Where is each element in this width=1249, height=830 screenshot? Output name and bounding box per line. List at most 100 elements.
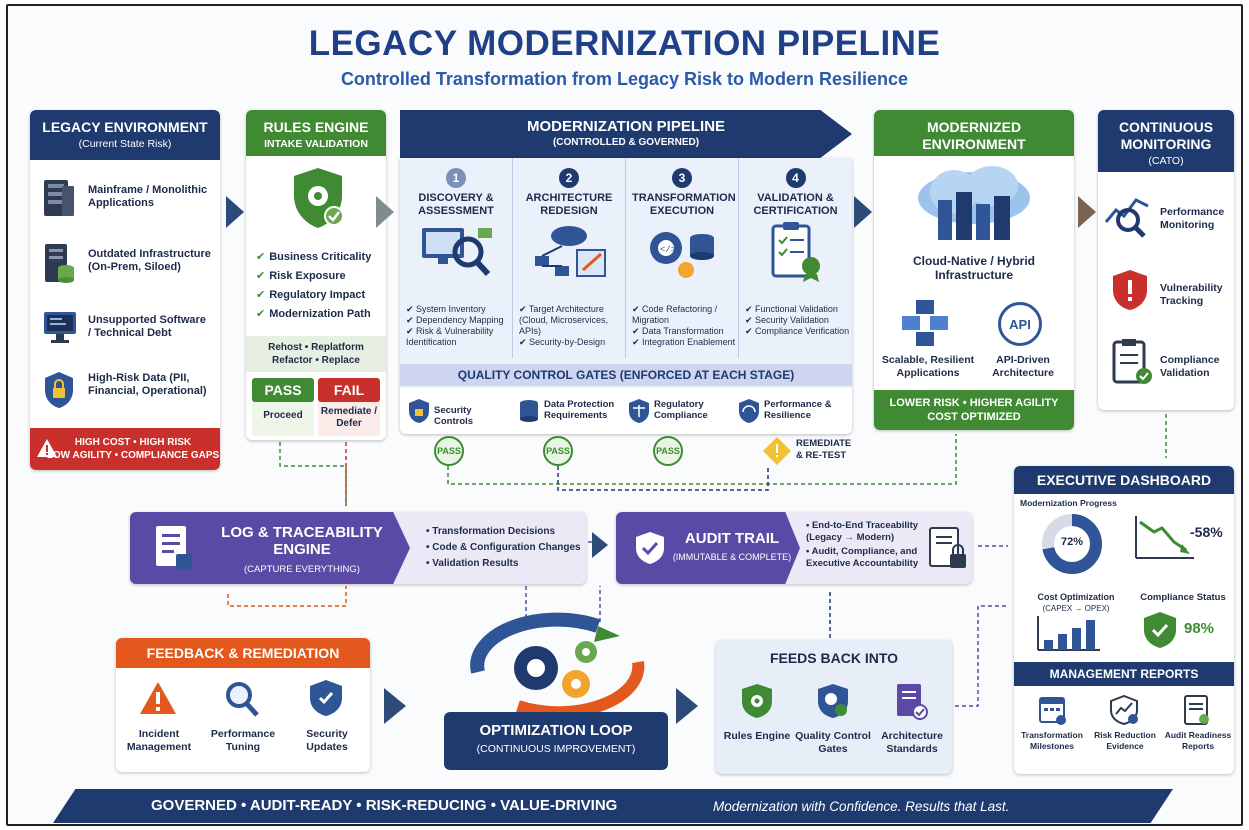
- fail-sub: Remediate / Defer: [320, 406, 378, 429]
- modern-footer: LOWER RISK • HIGHER AGILITY COST OPTIMIZ…: [874, 390, 1074, 430]
- stage-bullet: ✔ Security-by-Design: [519, 337, 606, 347]
- flow-arrow: [592, 532, 608, 558]
- bar-chart-icon: [1037, 616, 1100, 651]
- legacy-footer-line1: HIGH COST • HIGH RISK: [74, 437, 192, 448]
- pipeline-stage: 4 VALIDATION & CERTIFICATION ✔ Functiona…: [739, 158, 852, 358]
- legacy-item-label: Mainframe / Monolithic Applications: [88, 184, 208, 209]
- feedback-item-label: Security Updates: [306, 728, 348, 753]
- calendar-icon: [1039, 697, 1066, 725]
- log-traceability-panel: LOG & TRACEABILITY ENGINE (CAPTURE EVERY…: [130, 512, 586, 584]
- log-title: LOG & TRACEABILITY ENGINE: [221, 524, 383, 558]
- monitoring-item-label: Performance Monitoring: [1160, 206, 1225, 231]
- stage-bullet: ✔ Functional Validation: [745, 304, 838, 314]
- compliance-value: 98%: [1184, 620, 1215, 637]
- report-label: Audit Readiness Reports: [1164, 730, 1232, 751]
- monitor-icon: [44, 312, 76, 343]
- check-shield-icon: [636, 532, 664, 564]
- modern-title: MODERNIZED ENVIRONMENT: [922, 119, 1026, 152]
- legacy-risk-footer: HIGH COST • HIGH RISK LOW AGILITY • COMP…: [30, 428, 220, 470]
- connector-lines: [227, 414, 1167, 707]
- rules-engine-panel: RULES ENGINE INTAKE VALIDATION ✔Business…: [246, 110, 386, 440]
- reports-title: MANAGEMENT REPORTS: [1014, 662, 1234, 686]
- clipboard-certificate-icon: [771, 222, 820, 282]
- check-icon: ✔: [256, 251, 266, 263]
- scales-shield-icon: [629, 399, 649, 423]
- legacy-item-label: High-Risk Data (PII, Financial, Operatio…: [88, 372, 207, 397]
- compliance-label: Compliance Status: [1140, 592, 1226, 603]
- stage-number: 2: [559, 168, 579, 188]
- gate-pass-badge: PASS: [543, 436, 573, 466]
- stage-bullet: ✔ Security Validation: [745, 315, 829, 325]
- report-label: Transformation Milestones: [1021, 730, 1083, 751]
- feeds-item-label: Rules Engine: [723, 730, 791, 742]
- feeds-item-label: Quality Control Gates: [795, 730, 871, 755]
- stage-bullet: ✔ Data Transformation: [632, 326, 724, 336]
- feeds-item-label: Architecture Standards: [881, 730, 943, 755]
- audit-bullets: • End-to-End Traceability (Legacy → Mode…: [806, 520, 926, 570]
- legacy-item: Outdated Infrastructure (On-Prem, Siloed…: [42, 238, 212, 288]
- modern-subtitle: (Future State): [941, 155, 1007, 167]
- stage-number: 3: [672, 168, 692, 188]
- pipeline-subtitle: (CONTROLLED & GOVERNED): [552, 137, 700, 148]
- gate-label: Security Controls: [434, 405, 474, 427]
- lock-shield-icon: [45, 372, 73, 408]
- fail-label: FAIL: [318, 378, 380, 402]
- legacy-item: Mainframe / Monolithic Applications: [42, 174, 212, 224]
- pipeline-title: MODERNIZATION PIPELINE: [526, 118, 726, 135]
- document-log-icon: [156, 526, 192, 570]
- progress-donut-chart: [1042, 514, 1102, 574]
- gate-item: Performance & Resilience: [738, 396, 848, 426]
- stage-bullets: ✔ Functional Validation ✔ Security Valid…: [745, 304, 851, 337]
- shield-gear-icon: [294, 168, 344, 228]
- legacy-subtitle: (Current State Risk): [78, 138, 172, 150]
- server-icon: [44, 180, 74, 216]
- flow-arrow: [384, 688, 406, 724]
- stage-bullet: ✔ Dependency Mapping: [406, 315, 504, 325]
- rules-check-label: Business Criticality: [269, 251, 372, 263]
- monitoring-item-label: Vulnerability Tracking: [1160, 282, 1223, 307]
- warning-diamond-icon: [763, 437, 791, 465]
- warning-icon: [37, 439, 57, 457]
- lock-shield-icon: [409, 399, 429, 423]
- rules-options-line2: Refactor • Replace: [272, 355, 360, 366]
- alert-triangle-icon: [140, 682, 176, 714]
- gate-label: Regulatory Compliance: [654, 399, 708, 421]
- gear-shield-icon: [742, 684, 772, 718]
- progress-donut-arc: [1042, 514, 1102, 574]
- optimization-loop-box: OPTIMIZATION LOOP (CONTINUOUS IMPROVEMEN…: [444, 712, 668, 770]
- stage-bullet: ✔ Code Refactoring / Migration: [632, 304, 718, 325]
- cubes-icon: [902, 300, 948, 346]
- stage-title: TRANSFORMATION EXECUTION: [632, 192, 736, 217]
- api-label: API-Driven Architecture: [992, 354, 1054, 379]
- stage-number: 1: [446, 168, 466, 188]
- flow-arrow: [226, 196, 244, 228]
- audit-subtitle: (IMMUTABLE & COMPLETE): [672, 552, 792, 562]
- rules-subtitle: INTAKE VALIDATION: [264, 138, 368, 150]
- alert-shield-icon: [1113, 270, 1147, 310]
- footer-tagline: Modernization with Confidence. Results t…: [713, 799, 1010, 814]
- legacy-footer-line2: LOW AGILITY • COMPLIANCE GAPS: [46, 450, 220, 461]
- cloud-label: Cloud-Native / Hybrid Infrastructure: [912, 254, 1035, 282]
- compliance-shield-icon: [1144, 612, 1176, 648]
- apps-label: Scalable, Resilient Applications: [881, 354, 975, 379]
- page-title: LEGACY MODERNIZATION PIPELINE: [308, 24, 941, 63]
- log-subtitle: (CAPTURE EVERYTHING): [244, 564, 360, 575]
- gate-label: Data Protection Requirements: [544, 399, 615, 421]
- rules-options-line1: Rehost • Replatform: [268, 342, 364, 353]
- executive-dashboard-panel: EXECUTIVE DASHBOARD Modernization Progre…: [1014, 466, 1234, 774]
- flow-arrow: [676, 688, 698, 724]
- legacy-item: High-Risk Data (PII, Financial, Operatio…: [42, 368, 212, 424]
- stage-title: VALIDATION & CERTIFICATION: [753, 192, 838, 217]
- chart-magnifier-icon: [1104, 198, 1149, 238]
- rules-options: Rehost • Replatform Refactor • Replace: [246, 336, 386, 372]
- monitoring-title-line2: MONITORING: [1120, 136, 1212, 152]
- rules-check-item: ✔Regulatory Impact: [256, 286, 384, 305]
- pipeline-stage: 3 TRANSFORMATION EXECUTION </> ✔ Code Re…: [626, 158, 739, 358]
- stage-bullet: ✔ Risk & Vulnerability Identification: [406, 326, 494, 347]
- stage-bullet: ✔ System Inventory: [406, 304, 486, 314]
- feedback-item-label: Performance Tuning: [210, 728, 276, 753]
- report-label: Risk Reduction Evidence: [1094, 730, 1156, 751]
- pass-box: PASS Proceed: [252, 378, 314, 436]
- feeds-title: FEEDS BACK INTO: [769, 650, 899, 666]
- loop-title: OPTIMIZATION LOOP: [479, 722, 633, 739]
